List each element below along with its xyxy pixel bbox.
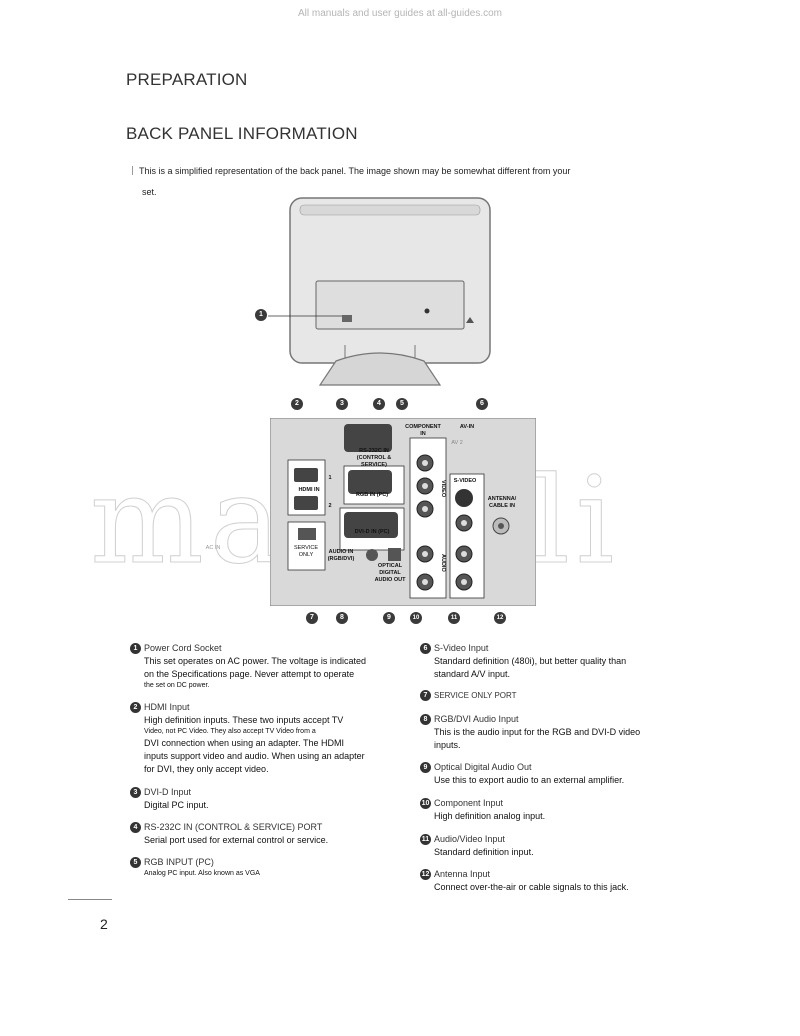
- item-number: 4: [130, 822, 141, 833]
- section-title: PREPARATION: [126, 70, 248, 89]
- label-ac-in: AC IN: [205, 545, 221, 551]
- item-desc: inputs.: [434, 740, 461, 750]
- intro-line-2: set.: [142, 187, 157, 197]
- label-hdmi-2: 2: [328, 503, 332, 509]
- label-hdmi-in: HDMI IN: [298, 487, 320, 493]
- item-desc: Analog PC input. Also known as VGA: [144, 870, 260, 877]
- item-desc: Use this to export audio to an external …: [434, 775, 625, 785]
- label-dvi-in: DVI-D IN (PC): [354, 529, 390, 535]
- item-title: Audio/Video Input: [434, 834, 505, 844]
- item-dvi-input: 3 DVI-D Input Digital PC input.: [130, 786, 404, 812]
- item-desc: Serial port used for external control or…: [144, 835, 329, 845]
- item-desc: Connect over-the-air or cable signals to…: [434, 882, 629, 892]
- callout-badge: 12: [494, 612, 506, 624]
- item-desc: inputs support video and audio. When usi…: [144, 751, 365, 761]
- callout-badge: 8: [336, 612, 348, 624]
- callout-badge: 2: [291, 398, 303, 410]
- item-title: SERVICE ONLY PORT: [434, 691, 517, 700]
- label-audio: AUDIO: [440, 554, 446, 572]
- item-desc: High definition inputs. These two inputs…: [144, 715, 344, 725]
- item-number: 3: [130, 787, 141, 798]
- callout-badge: 1: [255, 309, 267, 321]
- item-number: 1: [130, 643, 141, 654]
- item-svideo-input: 6 S-Video Input Standard definition (480…: [420, 642, 649, 681]
- intro-line-1: This is a simplified representation of t…: [132, 166, 570, 176]
- item-number: 7: [420, 690, 431, 701]
- label-antenna: ANTENNA/ CABLE IN: [487, 496, 517, 509]
- item-rs232c: 4 RS-232C IN (CONTROL & SERVICE) PORT Se…: [130, 821, 404, 847]
- item-hdmi-input: 2 HDMI Input High definition inputs. The…: [130, 701, 404, 776]
- label-service: SERVICE ONLY: [293, 545, 319, 558]
- label-video: VIDEO: [440, 480, 446, 498]
- item-antenna-input: 12 Antenna Input Connect over-the-air or…: [420, 868, 649, 894]
- label-av-in: AV-IN: [459, 424, 475, 430]
- item-desc: This is the audio input for the RGB and …: [434, 727, 641, 737]
- item-desc: the set on DC power.: [144, 682, 210, 689]
- callout-badge: 7: [306, 612, 318, 624]
- callout-badge: 3: [336, 398, 348, 410]
- tv-back-illustration: [289, 197, 491, 386]
- callout-badge: 5: [396, 398, 408, 410]
- item-service-port: 7 SERVICE ONLY PORT: [420, 689, 649, 702]
- callout-badge: 11: [448, 612, 460, 624]
- item-av-input: 11 Audio/Video Input Standard definition…: [420, 833, 649, 859]
- item-rgb-input: 5 RGB INPUT (PC) Analog PC input. Also k…: [130, 856, 404, 879]
- item-component-input: 10 Component Input High definition analo…: [420, 797, 649, 823]
- jack-panel-illustration: [270, 418, 536, 606]
- item-desc: Standard definition (480i), but better q…: [434, 656, 627, 666]
- item-title: Optical Digital Audio Out: [434, 762, 532, 772]
- site-watermark: All manuals and user guides at all-guide…: [298, 8, 502, 19]
- bullet-bar: [132, 166, 133, 175]
- item-number: 2: [130, 702, 141, 713]
- label-av2: AV 2: [451, 440, 463, 446]
- page-title: BACK PANEL INFORMATION: [126, 124, 358, 143]
- leader-line: [268, 315, 342, 317]
- item-title: RGB/DVI Audio Input: [434, 714, 519, 724]
- item-number: 9: [420, 762, 431, 773]
- item-optical-out: 9 Optical Digital Audio Out Use this to …: [420, 761, 649, 787]
- item-number: 5: [130, 857, 141, 868]
- label-audio-in: AUDIO IN (RGB/DVI): [327, 549, 355, 562]
- label-rs232c: RS-232C IN (CONTROL & SERVICE): [356, 448, 392, 468]
- label-hdmi-1: 1: [328, 475, 332, 481]
- callout-badge: 9: [383, 612, 395, 624]
- item-desc: standard A/V input.: [434, 669, 511, 679]
- item-desc: This set operates on AC power. The volta…: [144, 656, 366, 666]
- footer-rule: [68, 899, 112, 900]
- label-optical: OPTICAL DIGITAL AUDIO OUT: [374, 563, 406, 583]
- item-desc: Standard definition input.: [434, 847, 534, 857]
- item-desc: for DVI, they only accept video.: [144, 764, 269, 774]
- item-desc: DVI connection when using an adapter. Th…: [144, 738, 344, 748]
- page-number: 2: [100, 916, 108, 932]
- label-component-in: COMPONENT IN: [405, 424, 441, 437]
- item-desc: Video, not PC Video. They also accept TV…: [144, 728, 316, 735]
- intro-text-1: This is a simplified representation of t…: [139, 166, 571, 176]
- item-title: HDMI Input: [144, 702, 190, 712]
- item-title: RGB INPUT (PC): [144, 857, 214, 867]
- callout-badge: 4: [373, 398, 385, 410]
- item-title: DVI-D Input: [144, 787, 192, 797]
- item-title: RS-232C IN (CONTROL & SERVICE) PORT: [144, 822, 323, 832]
- item-number: 11: [420, 834, 431, 845]
- item-title: Antenna Input: [434, 869, 491, 879]
- item-number: 10: [420, 798, 431, 809]
- item-number: 6: [420, 643, 431, 654]
- label-rgb-in: RGB IN (PC): [355, 492, 389, 498]
- item-number: 8: [420, 714, 431, 725]
- item-title: Power Cord Socket: [144, 643, 222, 653]
- item-number: 12: [420, 869, 431, 880]
- item-power-cord: 1 Power Cord Socket This set operates on…: [130, 642, 404, 691]
- label-svideo: S-VIDEO: [453, 478, 477, 484]
- callout-badge: 10: [410, 612, 422, 624]
- item-desc: Digital PC input.: [144, 800, 209, 810]
- item-rgb-dvi-audio: 8 RGB/DVI Audio Input This is the audio …: [420, 713, 649, 752]
- callout-badge: 6: [476, 398, 488, 410]
- item-title: S-Video Input: [434, 643, 489, 653]
- item-desc: on the Specifications page. Never attemp…: [144, 669, 355, 679]
- item-desc: High definition analog input.: [434, 811, 546, 821]
- item-title: Component Input: [434, 798, 504, 808]
